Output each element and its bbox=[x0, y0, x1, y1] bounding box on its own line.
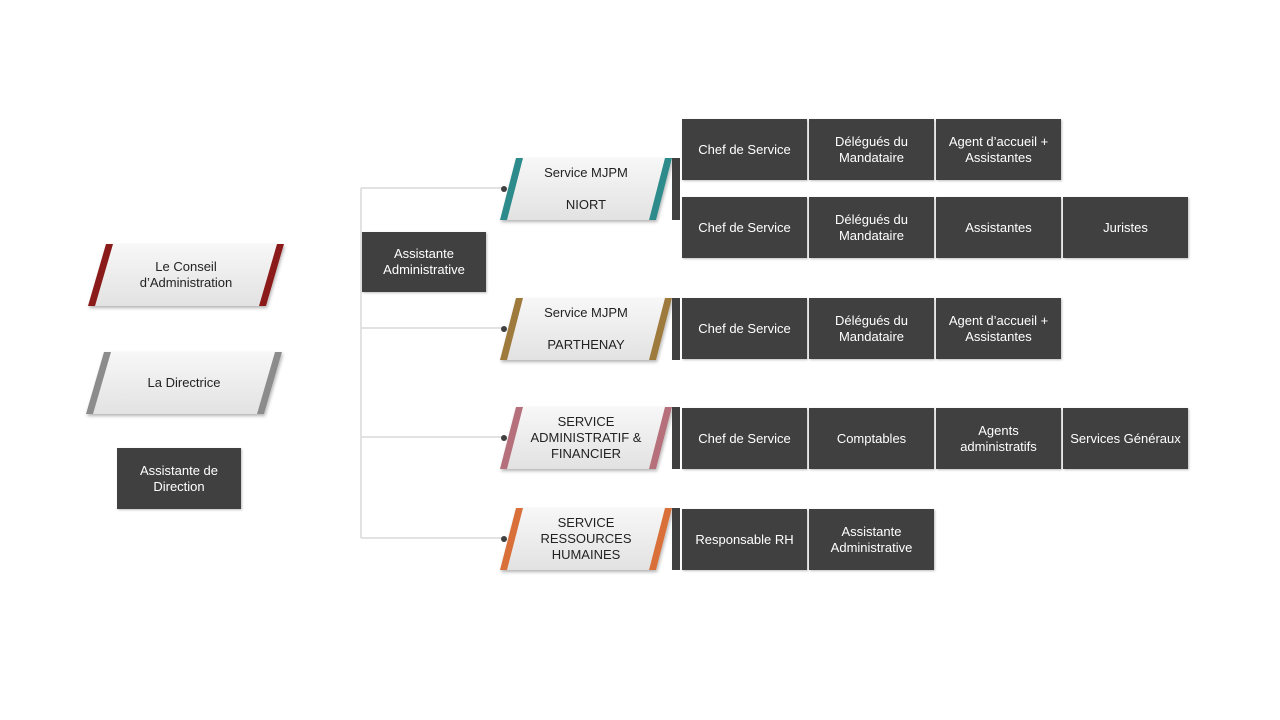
role-box: Agent d’accueil + Assistantes bbox=[936, 298, 1061, 359]
role-box: Agents administratifs bbox=[936, 408, 1061, 469]
connector-dot bbox=[501, 326, 507, 332]
ribbon-shape bbox=[500, 158, 672, 220]
service-box: SERVICE RESSOURCES HUMAINES bbox=[500, 508, 672, 570]
ribbon-shape bbox=[500, 407, 672, 469]
role-box: Chef de Service bbox=[682, 197, 807, 258]
role-box: Délégués du Mandataire bbox=[809, 119, 934, 180]
service-tab bbox=[672, 508, 680, 570]
ribbon-shape bbox=[500, 298, 672, 360]
service-tab bbox=[672, 158, 680, 220]
service-box: SERVICE ADMINISTRATIF & FINANCIER bbox=[500, 407, 672, 469]
assistante-administrative-box: Assistante Administrative bbox=[362, 232, 486, 292]
connector-dot bbox=[501, 536, 507, 542]
role-box: Agent d’accueil + Assistantes bbox=[936, 119, 1061, 180]
service-tab bbox=[672, 298, 680, 360]
service-box: Service MJPM PARTHENAY bbox=[500, 298, 672, 360]
role-box: Assistante Administrative bbox=[809, 509, 934, 570]
role-box: Chef de Service bbox=[682, 298, 807, 359]
role-box: Délégués du Mandataire bbox=[809, 197, 934, 258]
ribbon-label: SERVICE RESSOURCES HUMAINES bbox=[540, 515, 632, 562]
ribbon-shape bbox=[86, 352, 282, 414]
assistante-direction-box: Assistante de Direction bbox=[117, 448, 241, 509]
ribbon-label: Service MJPM NIORT bbox=[544, 165, 628, 212]
service-box: Service MJPM NIORT bbox=[500, 158, 672, 220]
ribbon-label: Service MJPM PARTHENAY bbox=[544, 305, 628, 352]
ribbon-label: Le Conseil d’Administration bbox=[139, 259, 233, 290]
role-box: Chef de Service bbox=[682, 408, 807, 469]
role-box: Délégués du Mandataire bbox=[809, 298, 934, 359]
ribbon-shape bbox=[500, 508, 672, 570]
role-box: Chef de Service bbox=[682, 119, 807, 180]
role-box: Comptables bbox=[809, 408, 934, 469]
conseil-administration-box: Le Conseil d’Administration bbox=[88, 244, 284, 306]
connector-dot bbox=[501, 435, 507, 441]
directrice-box: La Directrice bbox=[86, 352, 282, 414]
ribbon-label: SERVICE ADMINISTRATIF & FINANCIER bbox=[530, 414, 642, 461]
ribbon-label: La Directrice bbox=[147, 375, 221, 390]
role-box: Services Généraux bbox=[1063, 408, 1188, 469]
role-box: Assistantes bbox=[936, 197, 1061, 258]
ribbon-shape bbox=[88, 244, 284, 306]
service-tab bbox=[672, 407, 680, 469]
role-box: Juristes bbox=[1063, 197, 1188, 258]
role-box: Responsable RH bbox=[682, 509, 807, 570]
connector-dot bbox=[501, 186, 507, 192]
